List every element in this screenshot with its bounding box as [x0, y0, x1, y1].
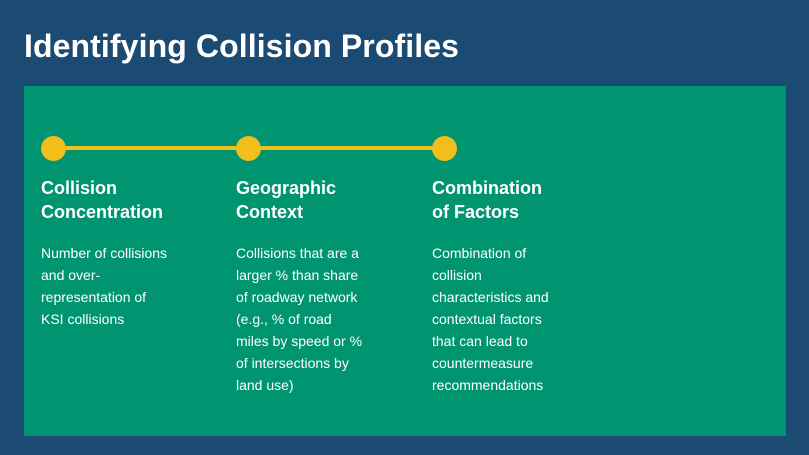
content-panel	[24, 86, 786, 436]
column-collision-concentration: Collision Concentration Number of collis…	[41, 176, 211, 330]
column-geographic-context: Geographic Context Collisions that are a…	[236, 176, 406, 396]
column-heading: Collision Concentration	[41, 178, 164, 222]
timeline-dot-geographic-context	[236, 136, 261, 161]
column-description: Number of collisions and over- represent…	[41, 245, 168, 327]
column-heading: Combination of Factors	[432, 178, 542, 222]
slide-title: Identifying Collision Profiles	[24, 28, 460, 64]
column-description: Collisions that are a larger % than shar…	[236, 245, 363, 393]
column-combination-of-factors: Combination of Factors Combination of co…	[432, 176, 602, 396]
column-description: Combination of collision characteristics…	[432, 245, 549, 393]
column-heading: Geographic Context	[236, 178, 337, 222]
timeline-dot-collision-concentration	[41, 136, 66, 161]
timeline-dot-combination-of-factors	[432, 136, 457, 161]
